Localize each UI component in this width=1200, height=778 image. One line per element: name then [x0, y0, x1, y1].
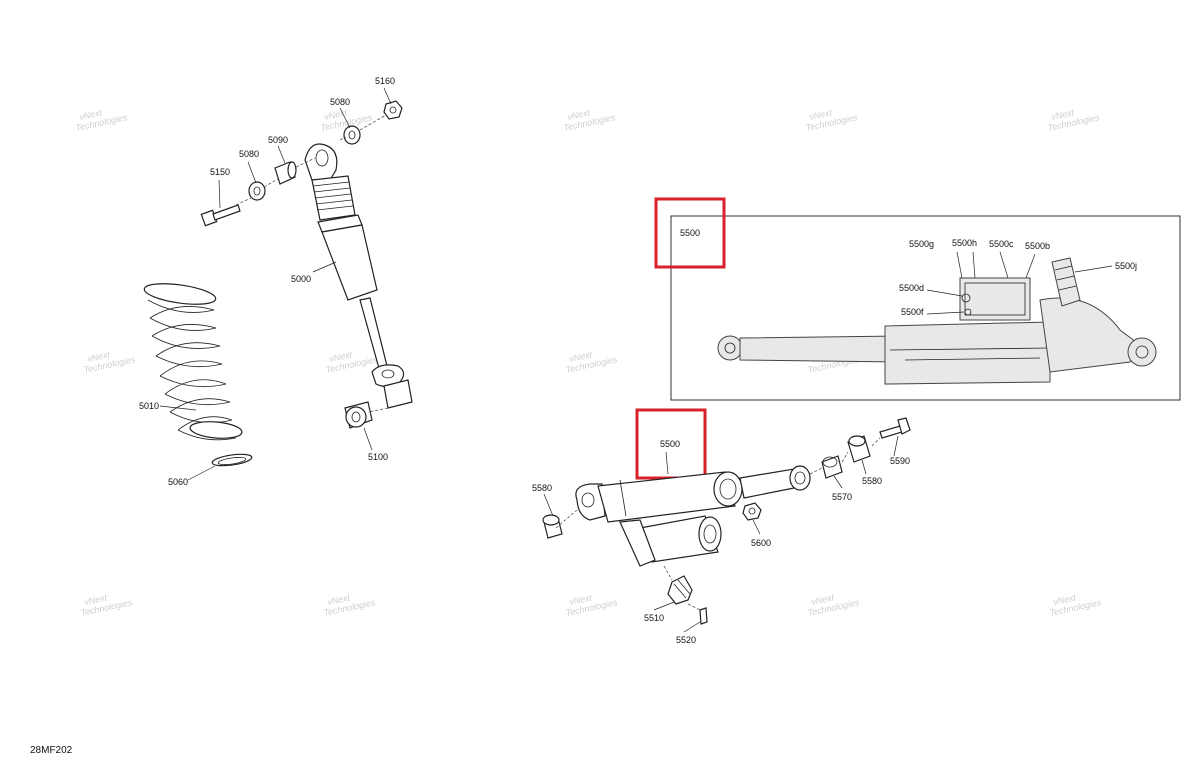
callout-5060: 5060 — [168, 477, 188, 487]
callout-5150: 5150 — [210, 167, 230, 177]
screw-5520[interactable] — [699, 607, 708, 625]
callout-5500d: 5500d — [899, 283, 924, 293]
retaining-ring-5060[interactable] — [211, 452, 253, 467]
coil-spring-5010[interactable] — [143, 280, 243, 441]
sleeve-5580-left[interactable] — [542, 514, 563, 539]
watermark-line1: vNext — [566, 107, 591, 122]
callout-5520: 5520 — [676, 635, 696, 645]
callout-5080-upper: 5080 — [330, 97, 350, 107]
figure-code: 28MF202 — [30, 745, 73, 756]
callout-5500h: 5500h — [952, 238, 977, 248]
watermark-line1: vNext — [86, 349, 111, 364]
watermark-line1: vNext — [328, 349, 353, 364]
callout-5500c: 5500c — [989, 239, 1014, 249]
bushing-5570[interactable] — [821, 455, 843, 479]
washer-5080-lower[interactable] — [248, 181, 266, 201]
nut-5160[interactable] — [383, 100, 403, 120]
callout-5100: 5100 — [368, 452, 388, 462]
callout-5500j: 5500j — [1115, 261, 1137, 271]
watermark-line1: vNext — [78, 107, 103, 122]
callout-5570: 5570 — [832, 492, 852, 502]
callout-5590: 5590 — [890, 456, 910, 466]
callout-5510: 5510 — [644, 613, 664, 623]
bushing-5100[interactable] — [344, 401, 373, 429]
callout-5500: 5500 — [660, 439, 680, 449]
highlight-box-5500-inset — [654, 197, 726, 269]
inset-frame — [670, 215, 1181, 401]
coil-shock-assembly: 5160 5080 5090 5080 5150 5000 5010 5060 … — [139, 76, 413, 487]
callout-5580-left: 5580 — [532, 483, 552, 493]
callout-5600: 5600 — [751, 538, 771, 548]
bolt-5150[interactable] — [200, 204, 241, 227]
watermark-line1: vNext — [568, 349, 593, 364]
callout-5500b: 5500b — [1025, 241, 1050, 251]
watermark-line1: vNext — [568, 592, 593, 607]
callout-5500g: 5500g — [909, 239, 934, 249]
reservoir-shock-assembly: 5500 — [532, 408, 911, 645]
watermark-line1: vNext — [1050, 107, 1075, 122]
adjuster-knob-5510[interactable] — [667, 575, 693, 605]
sleeve-5580-right[interactable] — [847, 435, 871, 463]
inset-shock-drawing[interactable] — [717, 257, 1157, 385]
shock-body-5000[interactable] — [304, 143, 413, 409]
shock-detail-inset: 5500 5500g 5500h 5500c 5500b — [654, 197, 1181, 401]
callout-5580-right: 5580 — [862, 476, 882, 486]
watermark-line1: vNext — [326, 592, 351, 607]
washer-5080-upper[interactable] — [343, 125, 361, 145]
callout-5160: 5160 — [375, 76, 395, 86]
watermark-line1: vNext — [323, 107, 348, 122]
callout-5090: 5090 — [268, 135, 288, 145]
callout-5500-inset: 5500 — [680, 228, 700, 238]
watermark-line1: vNext — [808, 107, 833, 122]
callout-5080-lower: 5080 — [239, 149, 259, 159]
sleeve-5090[interactable] — [274, 161, 297, 185]
bolt-5590[interactable] — [879, 417, 911, 439]
watermark-line1: vNext — [83, 592, 108, 607]
shock-body-5500[interactable] — [575, 465, 811, 567]
callout-5500f: 5500f — [901, 307, 924, 317]
callout-5000: 5000 — [291, 274, 311, 284]
nut-5600[interactable] — [742, 502, 762, 521]
watermark-line1: vNext — [810, 592, 835, 607]
watermark-line1: vNext — [1052, 592, 1077, 607]
callout-5010: 5010 — [139, 401, 159, 411]
